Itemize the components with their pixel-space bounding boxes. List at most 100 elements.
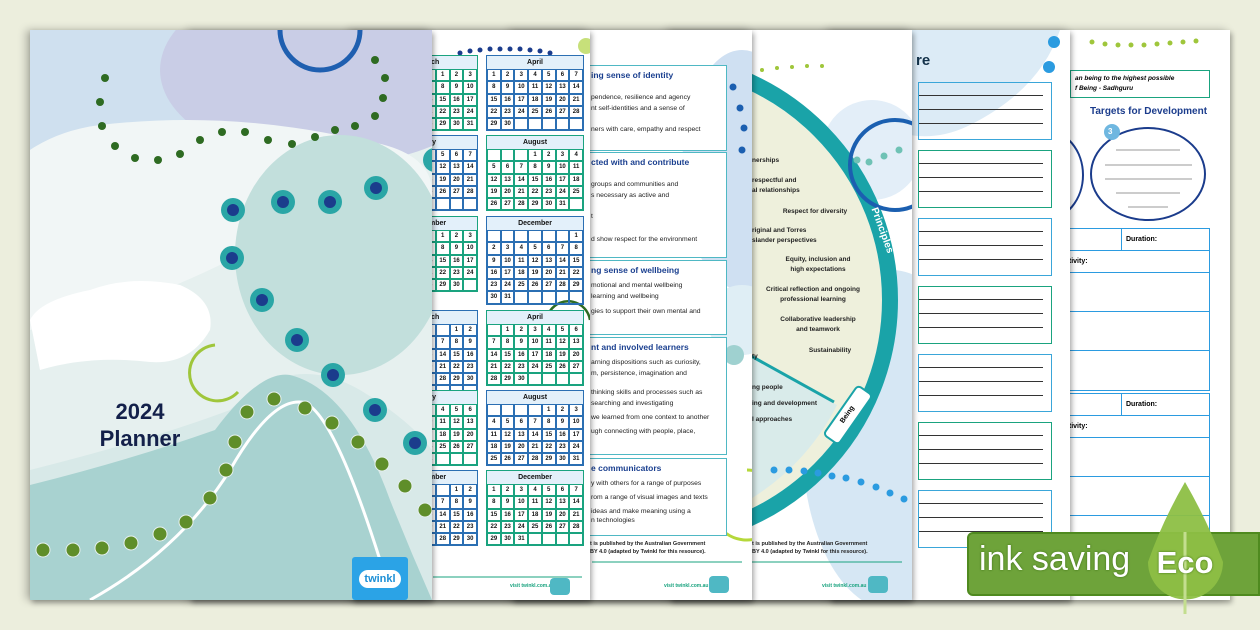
day-cell <box>500 230 515 243</box>
day-cell: 23 <box>541 185 556 199</box>
day-cell <box>500 404 515 417</box>
day-cell: 8 <box>500 336 515 349</box>
duration-row[interactable]: Duration: <box>1061 229 1209 251</box>
activity-row[interactable]: ctivity: <box>1061 416 1209 438</box>
principle-label: ty <box>752 353 758 360</box>
day-cell: 27 <box>449 185 464 199</box>
day-cell: 15 <box>487 93 501 106</box>
day-cell: 20 <box>569 348 583 361</box>
eco-label: Eco <box>1156 545 1214 580</box>
day-cell <box>487 404 501 417</box>
day-cell: 22 <box>435 105 450 119</box>
day-cell: 15 <box>449 508 464 521</box>
day-cell: 9 <box>463 496 477 509</box>
day-cell: 26 <box>555 360 570 374</box>
day-cell: 1 <box>500 324 515 337</box>
blank-row[interactable] <box>1061 477 1209 516</box>
day-cell <box>514 149 529 162</box>
day-cell: 1 <box>487 484 501 497</box>
day-cell: 23 <box>487 279 501 292</box>
day-cell: 26 <box>528 279 542 292</box>
day-cell: 7 <box>463 149 477 162</box>
day-cell: 12 <box>500 428 515 441</box>
lined-box[interactable] <box>918 286 1052 344</box>
duration-row[interactable]: Duration: <box>1061 394 1209 416</box>
day-cell: 8 <box>528 161 542 174</box>
blank-row[interactable] <box>1061 438 1209 477</box>
day-cell: 9 <box>555 416 570 429</box>
day-cell: 26 <box>449 440 464 454</box>
day-cell <box>435 484 450 497</box>
day-cell: 23 <box>500 520 515 534</box>
day-cell <box>528 404 542 417</box>
principle-label: Sustainability <box>808 347 852 354</box>
day-cell: 3 <box>514 69 529 82</box>
day-cell: 29 <box>569 279 583 292</box>
day-cell: 21 <box>463 173 477 186</box>
day-cell: 28 <box>555 279 570 292</box>
visit-link[interactable]: visit twinkl.com.au <box>822 583 867 589</box>
day-cell: 19 <box>541 93 556 106</box>
principle-label: professional learning <box>780 296 846 303</box>
day-cell: 2 <box>500 69 515 82</box>
day-cell: 1 <box>435 230 450 243</box>
principle-label: Critical reflection and ongoing <box>766 286 860 293</box>
day-cell: 7 <box>569 69 583 82</box>
outcome-line: groups and communities and <box>591 181 679 188</box>
target-number-badge: 3 <box>1108 127 1113 136</box>
day-cell: 25 <box>528 520 542 534</box>
outcome-line: nt self-identities and a sense of <box>591 105 685 112</box>
day-cell: 5 <box>528 242 542 255</box>
blank-row[interactable] <box>1061 312 1209 351</box>
day-cell: 1 <box>541 404 556 417</box>
lined-box[interactable] <box>918 422 1052 480</box>
day-cell: 22 <box>449 360 464 374</box>
blank-row[interactable] <box>1061 351 1209 390</box>
day-cell: 24 <box>528 360 542 374</box>
outcome-line: s necessary as active and <box>591 192 670 199</box>
blank-row[interactable] <box>1061 273 1209 312</box>
day-cell: 3 <box>514 484 529 497</box>
day-cell <box>514 230 529 243</box>
day-cell: 6 <box>514 416 529 429</box>
day-cell: 2 <box>541 149 556 162</box>
day-cell: 12 <box>449 416 464 429</box>
principle-label: slander perspectives <box>752 237 817 244</box>
day-cell <box>514 291 529 304</box>
day-cell: 13 <box>449 161 464 174</box>
day-cell: 9 <box>449 242 464 255</box>
day-cell: 14 <box>514 173 529 186</box>
day-cell: 19 <box>449 428 464 441</box>
day-cell: 5 <box>435 149 450 162</box>
day-cell: 10 <box>555 161 570 174</box>
day-cell: 7 <box>569 484 583 497</box>
day-cell: 4 <box>569 149 583 162</box>
day-cell: 20 <box>555 508 570 521</box>
activity-row[interactable]: ctivity: <box>1061 251 1209 273</box>
day-cell: 30 <box>463 533 477 546</box>
day-cell: 18 <box>528 508 542 521</box>
lined-box[interactable] <box>918 218 1052 276</box>
day-cell: 11 <box>528 81 542 94</box>
day-cell: 15 <box>569 254 583 267</box>
day-cell: 13 <box>555 496 570 509</box>
day-cell: 18 <box>528 93 542 106</box>
day-cell: 15 <box>449 348 464 361</box>
lined-box[interactable] <box>918 82 1052 140</box>
lined-box[interactable] <box>918 354 1052 412</box>
day-cell: 19 <box>555 348 570 361</box>
month-name: December <box>487 217 583 230</box>
visit-link[interactable]: visit twinkl.com.au <box>510 583 555 589</box>
visit-link[interactable]: visit twinkl.com.au <box>664 583 709 589</box>
day-cell: 25 <box>569 185 583 199</box>
day-cell: 25 <box>528 105 542 119</box>
lined-box[interactable] <box>918 150 1052 208</box>
day-cell <box>487 230 501 243</box>
day-cell: 23 <box>449 266 464 280</box>
day-cell: 17 <box>463 93 477 106</box>
day-cell: 31 <box>555 198 570 211</box>
day-cell: 17 <box>514 508 529 521</box>
twinkl-logo: twinkl <box>352 557 408 600</box>
